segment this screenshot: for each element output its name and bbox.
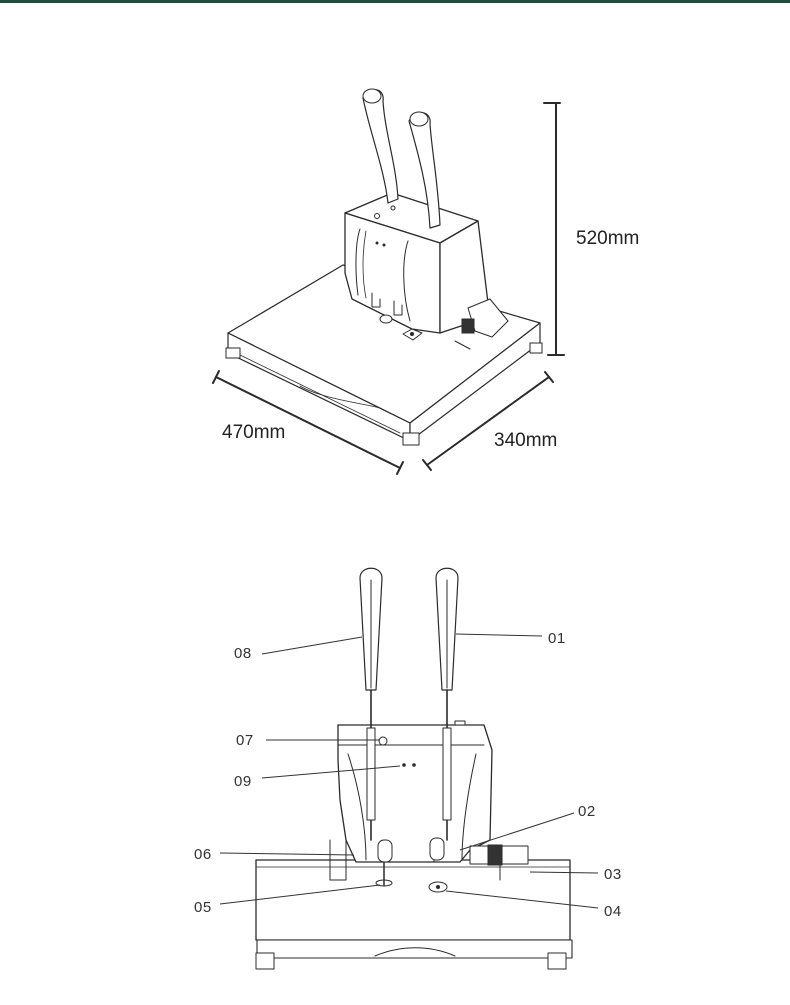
- machine-body: [344, 192, 509, 350]
- top-accent-bar: [0, 0, 790, 3]
- part-label-03: 03: [604, 866, 622, 883]
- front-view-drawing: 08 01 07 09 02 06 03 05 04: [194, 567, 622, 970]
- front-handles: [359, 567, 459, 841]
- part-label-05: 05: [194, 899, 212, 916]
- isometric-view-drawing: 520mm 470mm 340mm: [212, 88, 639, 475]
- front-body: [329, 720, 529, 893]
- depth-dimension: [422, 371, 554, 471]
- callout-leaders: [219, 633, 599, 909]
- part-label-07: 07: [236, 732, 254, 749]
- front-base: [255, 859, 573, 970]
- part-label-04: 04: [604, 903, 622, 920]
- part-label-06: 06: [194, 846, 212, 863]
- height-dimension: [543, 102, 565, 356]
- height-dimension-label: 520mm: [576, 228, 639, 249]
- depth-dimension-label: 340mm: [494, 430, 557, 451]
- part-label-08: 08: [234, 645, 252, 662]
- part-label-01: 01: [548, 630, 566, 647]
- machine-handles: [362, 88, 441, 229]
- front-view-figure: 08 01 07 09 02 06 03 05 04: [0, 540, 790, 1005]
- part-label-02: 02: [578, 803, 596, 820]
- width-dimension: [212, 370, 404, 475]
- width-dimension-label: 470mm: [222, 422, 285, 443]
- part-label-09: 09: [234, 773, 252, 790]
- isometric-view-figure: 520mm 470mm 340mm: [0, 3, 790, 498]
